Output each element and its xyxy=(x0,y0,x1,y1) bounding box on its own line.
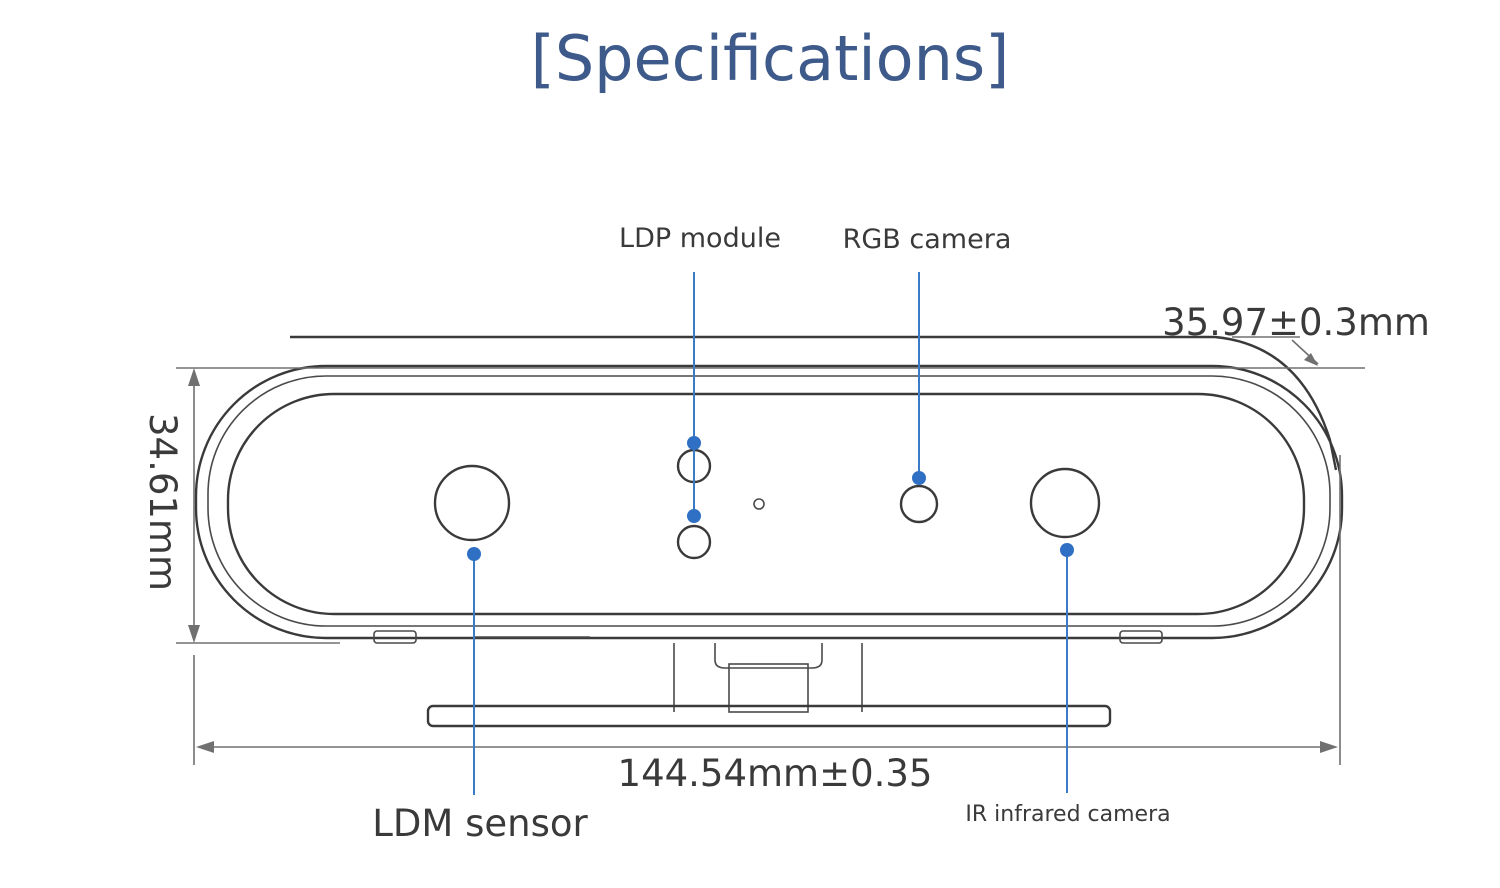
ir-camera-label: IR infrared camera xyxy=(965,802,1170,827)
device-outer-body xyxy=(194,364,1344,640)
camera-device-drawing xyxy=(194,335,1344,728)
ldm-callout-dot xyxy=(467,547,481,561)
indicator-hole xyxy=(753,498,765,510)
device-back-shell xyxy=(290,335,1338,471)
rgb-camera-label: RGB camera xyxy=(843,224,1012,255)
ldm-sensor-lens xyxy=(433,464,511,542)
callout-leaders xyxy=(467,272,1074,795)
ldp-lower-callout-dot xyxy=(687,509,701,523)
ldp-module-label: LDP module xyxy=(619,223,781,254)
page-title: [Specifications] xyxy=(531,22,1010,95)
device-stand xyxy=(426,643,1112,728)
ir-camera-lens xyxy=(1029,467,1101,539)
width-dimension-label: 144.54mm±0.35 xyxy=(618,752,933,795)
ldp-upper-callout-dot xyxy=(687,436,701,450)
dimension-lines xyxy=(176,336,1365,765)
ldm-sensor-label: LDM sensor xyxy=(372,802,588,845)
device-left-foot xyxy=(373,630,417,644)
ir-callout-dot xyxy=(1060,543,1074,557)
device-right-foot xyxy=(1119,630,1163,644)
rgb-callout-dot xyxy=(912,471,926,485)
rgb-camera-lens xyxy=(899,484,939,524)
device-front-face xyxy=(226,392,1306,616)
height-dimension-label: 34.61mm xyxy=(141,413,184,591)
depth-dimension-label: 35.97±0.3mm xyxy=(1162,301,1430,344)
device-inner-ring xyxy=(207,375,1331,627)
ldp-module-lower-lens xyxy=(676,524,712,560)
